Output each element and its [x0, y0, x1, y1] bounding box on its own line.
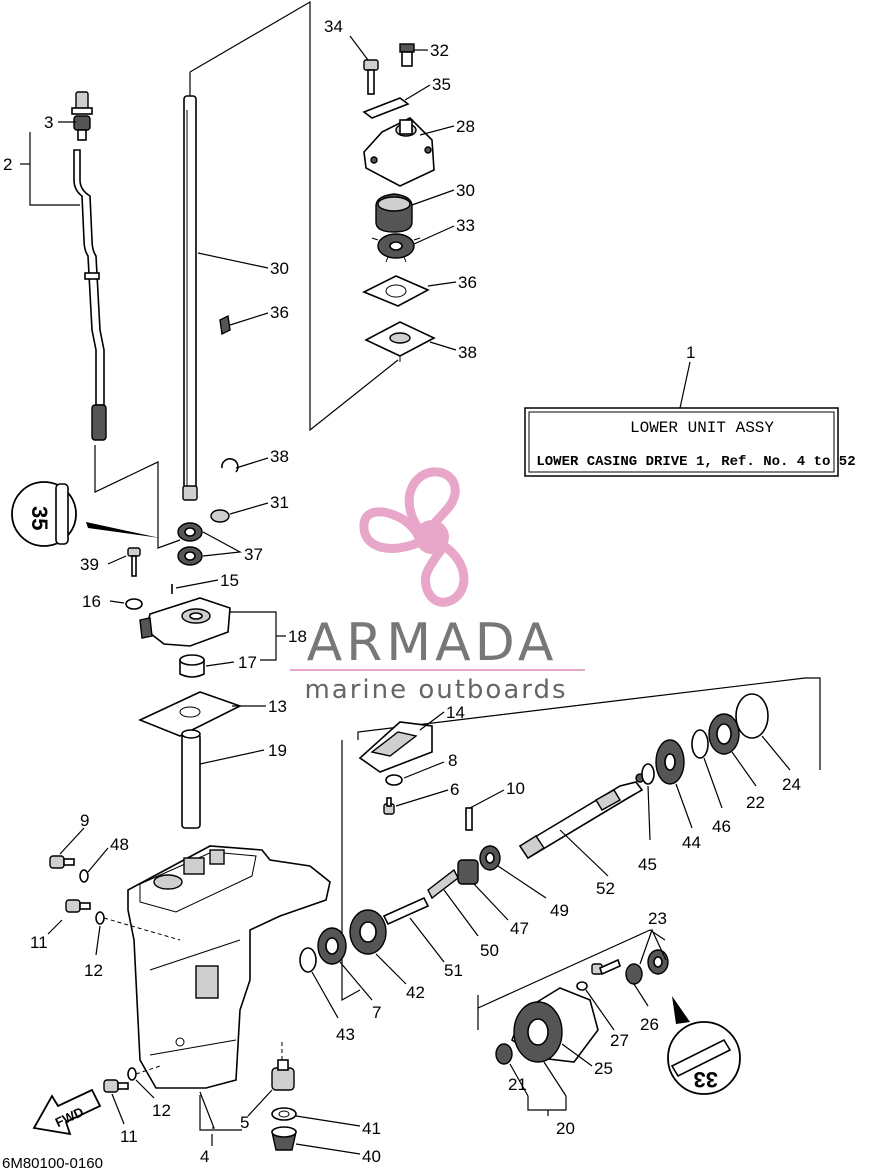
- callout-17: 16: [82, 592, 101, 611]
- callout-50: 50: [480, 941, 499, 960]
- callout-10: 8: [448, 751, 457, 770]
- callout-11-b: 11: [30, 933, 48, 952]
- callout-45: 45: [638, 855, 657, 874]
- callout-20: 20: [556, 1119, 575, 1138]
- assy-info-box: LOWER UNIT ASSY LOWER CASING DRIVE 1, Re…: [524, 343, 856, 477]
- sealant-badge-upper: 35: [11, 481, 160, 547]
- watermark-tagline: marine outboards: [304, 675, 567, 705]
- callout-22: 22: [746, 793, 765, 812]
- callout-24: 24: [782, 775, 801, 794]
- callout-40: 40: [362, 1147, 381, 1166]
- callout-43: 43: [336, 1025, 355, 1044]
- callout-12-a: 48: [110, 835, 129, 854]
- anode-parts: 14 8 6: [358, 703, 465, 815]
- group-frames: [94, 0, 821, 1030]
- callout-38: 36: [270, 303, 289, 322]
- callout-34: 34: [324, 17, 343, 36]
- callout-12-c: 12: [152, 1101, 171, 1120]
- callout-16: 39: [80, 555, 99, 574]
- callout-47: 47: [510, 919, 529, 938]
- propeller-shaft-gears: 10 52 45 44 46 22 24 49: [299, 693, 801, 1044]
- callout-51: 51: [444, 961, 463, 980]
- callout-13: 18: [288, 627, 307, 646]
- callout-6: 19: [268, 741, 287, 760]
- assy-subtitle: LOWER CASING DRIVE 1, Ref. No. 4 to 52: [536, 454, 855, 470]
- shift-rod-assembly: 2 3: [3, 91, 107, 441]
- callout-8: 14: [446, 703, 465, 722]
- callout-33: 33: [456, 216, 475, 235]
- prop-shaft-housing: 27 23 26 25 21 20: [495, 909, 669, 1138]
- diagram-code: 6M80100-0160: [2, 1155, 103, 1169]
- callout-29: 36: [458, 273, 477, 292]
- callout-32: 32: [430, 41, 449, 60]
- propeller-logo-icon: [359, 467, 469, 607]
- callout-37: 38: [270, 447, 289, 466]
- callout-30: 30: [456, 181, 475, 200]
- water-tube: 19: [181, 729, 287, 829]
- callout-42: 42: [406, 983, 425, 1002]
- callout-26: 26: [640, 1015, 659, 1034]
- callout-12-b: 12: [84, 961, 103, 980]
- callout-21: 21: [508, 1075, 527, 1094]
- drive-shaft: 30 36 38 31: [182, 95, 289, 523]
- callout-48: 10: [506, 779, 525, 798]
- callout-27: 27: [610, 1031, 629, 1050]
- lower-casing: 4: [127, 845, 331, 1166]
- callout-9: 6: [450, 780, 459, 799]
- callout-3: 3: [44, 113, 53, 132]
- callout-46: 46: [712, 817, 731, 836]
- upper-bearing-housing: 37 39 15 16 18 17 13: [80, 522, 307, 737]
- callout-28: 28: [456, 117, 475, 136]
- callout-4: 4: [200, 1147, 209, 1166]
- callout-18: 15: [220, 571, 239, 590]
- callout-14: 17: [238, 653, 257, 672]
- forward-gear-icon: [349, 909, 387, 955]
- callout-39: 31: [270, 493, 289, 512]
- water-pump-parts: 34 32 35 28 30 33: [324, 17, 477, 362]
- impeller-icon: [371, 233, 421, 263]
- svg-text:33: 33: [694, 1067, 718, 1092]
- callout-35: 35: [432, 75, 451, 94]
- callout-11-c: 11: [120, 1127, 138, 1146]
- watermark-brand: ARMADA: [307, 613, 558, 673]
- callout-36: 30: [270, 259, 289, 278]
- callout-15: 37: [244, 545, 263, 564]
- lower-drain-parts: 5 41 40: [240, 1040, 381, 1166]
- callout-23: 23: [648, 909, 667, 928]
- callout-7: 7: [372, 1003, 381, 1022]
- svg-text:35: 35: [27, 506, 52, 530]
- callout-25: 25: [594, 1059, 613, 1078]
- callout-1: 1: [686, 343, 695, 362]
- callout-52: 52: [596, 879, 615, 898]
- callout-41: 41: [362, 1119, 381, 1138]
- fwd-arrow-icon: FWD: [32, 1088, 102, 1136]
- callout-31: 38: [458, 343, 477, 362]
- callout-19: 13: [268, 697, 287, 716]
- callout-49: 49: [550, 901, 569, 920]
- armada-watermark: ARMADA marine outboards: [290, 467, 585, 705]
- callout-11-a: 9: [80, 811, 89, 830]
- sealant-badge-lower: 33: [667, 996, 741, 1095]
- callout-2: 2: [3, 155, 12, 174]
- assy-title: LOWER UNIT ASSY: [630, 419, 774, 437]
- casing-bolts: 9 48 11 12 11 12: [30, 811, 181, 1146]
- callout-5: 5: [240, 1113, 249, 1132]
- callout-44: 44: [682, 833, 701, 852]
